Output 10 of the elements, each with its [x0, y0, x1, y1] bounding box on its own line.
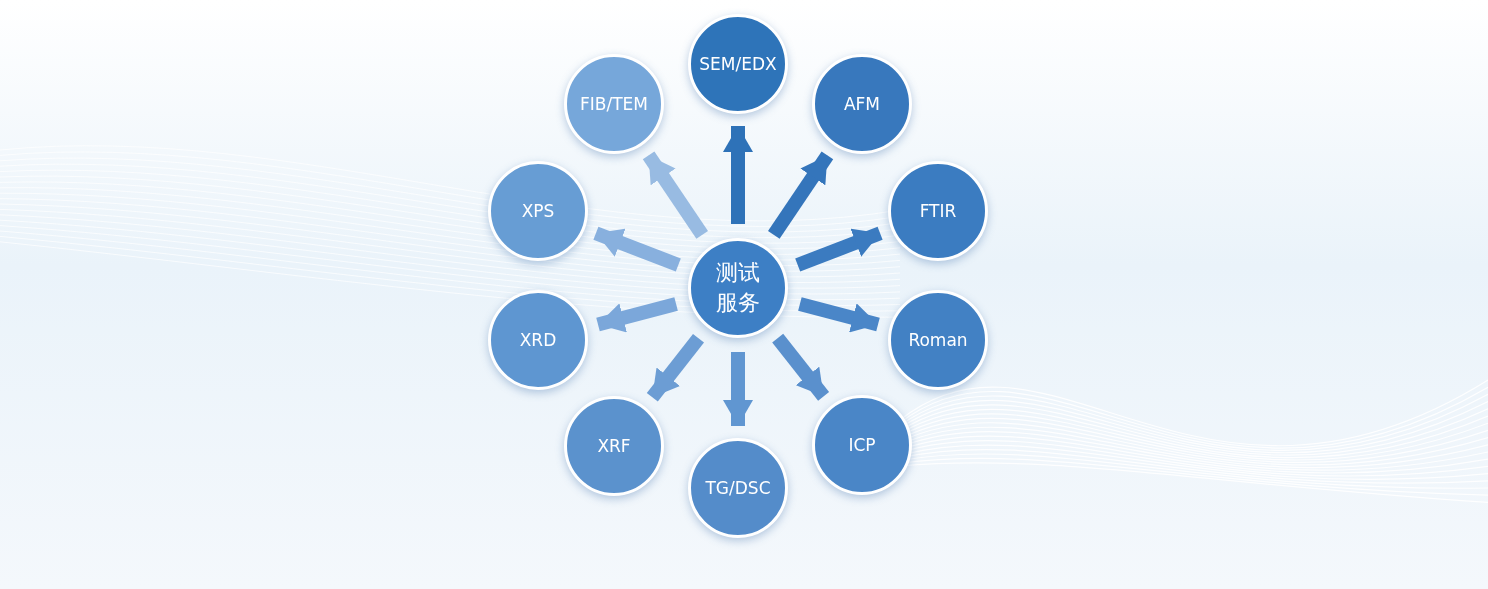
block-arrow — [723, 352, 753, 426]
block-arrow — [642, 151, 708, 239]
block-arrow — [646, 334, 704, 402]
block-arrow — [795, 226, 883, 272]
block-arrow — [723, 126, 753, 224]
block-arrow — [593, 226, 681, 272]
block-arrow — [768, 151, 834, 239]
block-arrow — [772, 333, 830, 401]
block-arrow — [798, 297, 880, 333]
block-arrow — [596, 297, 678, 333]
